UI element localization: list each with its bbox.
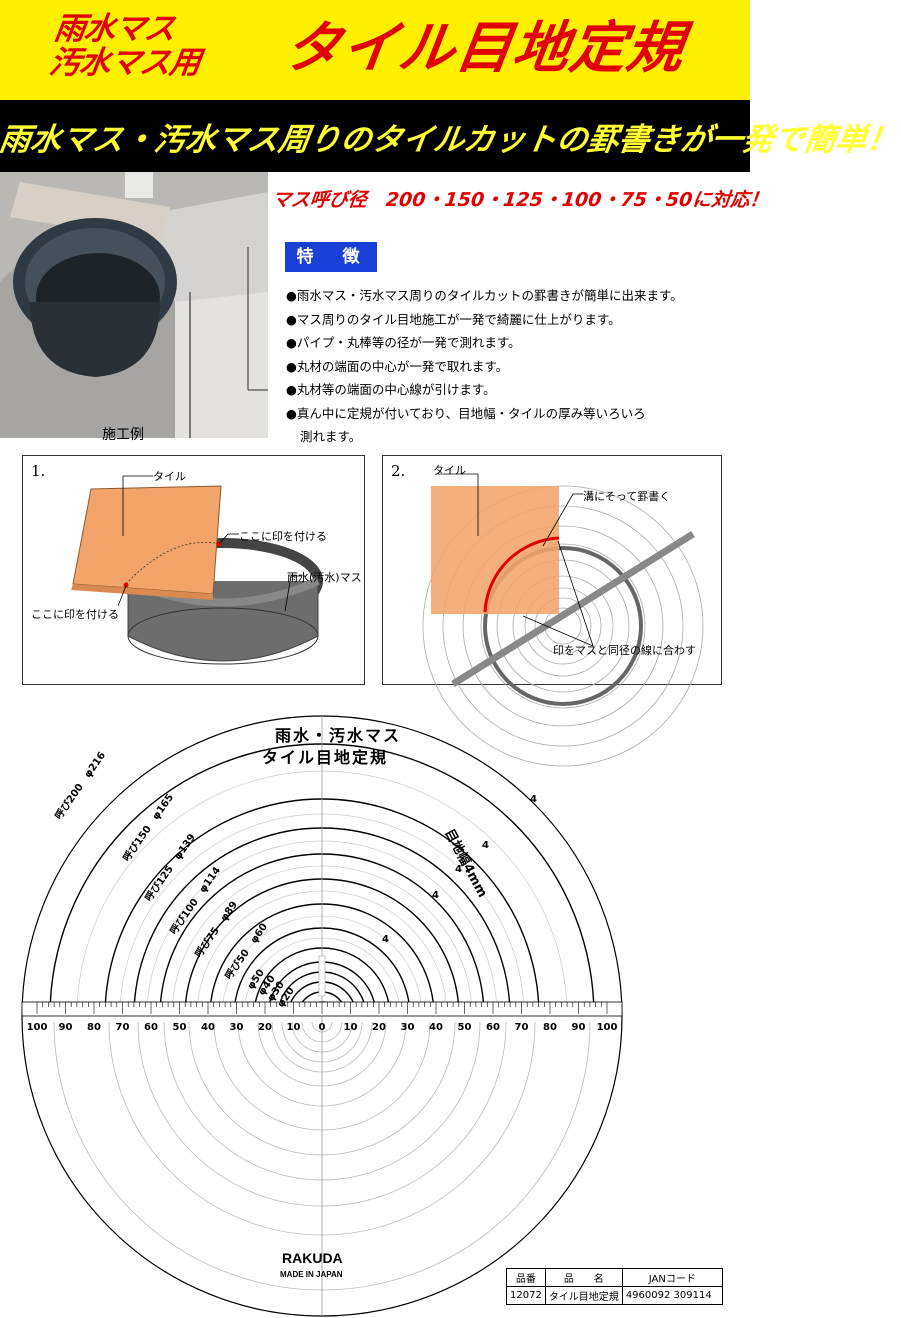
ruler-scale-number: 80 <box>543 1022 557 1033</box>
ruler-scale-number: 10 <box>287 1022 301 1033</box>
product-table-header-cell: JANコード <box>621 1268 723 1287</box>
ruler-scale-number: 40 <box>201 1022 215 1033</box>
ruler-scale-number: 20 <box>372 1022 386 1033</box>
diagram-step-1: 1. タイル ここに印を付ける 雨水(汚水)マス ここに印を付ける <box>22 455 365 685</box>
feature-item: マス周りのタイル目地施工が一発で綺麗に仕上がります。 <box>286 308 746 332</box>
ruler-scale-number: 70 <box>515 1022 529 1033</box>
ruler-scale-number: 0 <box>319 1022 326 1033</box>
header-subtitle-line2: 汚水マス用 <box>47 45 203 81</box>
diagram-1-mark-left-label: ここに印を付ける <box>31 608 119 621</box>
header: 雨水マス 汚水マス用 タイル目地定規 <box>0 0 750 100</box>
diagram-1-number: 1. <box>31 462 46 480</box>
ruler-scale-number: 40 <box>429 1022 443 1033</box>
ruler-scale-number: 100 <box>27 1022 48 1033</box>
installation-photo <box>0 172 268 438</box>
feature-item-continued: 測れます。 <box>300 429 362 444</box>
diagram-2-groove-label: 溝にそって罫書く <box>583 490 671 503</box>
ruler-scale-number: 80 <box>87 1022 101 1033</box>
diagram-2-tile-label: タイル <box>433 464 466 477</box>
product-table-cell: タイル目地定規 <box>544 1286 623 1305</box>
diagram-1-basin-label: 雨水(汚水)マス <box>287 571 362 584</box>
photo-caption: 施工例 <box>102 427 144 443</box>
product-table-header-cell: 品 名 <box>544 1268 623 1287</box>
ruler-scale-number: 50 <box>458 1022 472 1033</box>
diagram-1-tile-label: タイル <box>153 470 186 483</box>
diagram-step-1-drawing <box>71 475 323 665</box>
diagram-2-number: 2. <box>391 462 406 480</box>
ruler-scale-number: 90 <box>59 1022 73 1033</box>
installation-photo-drawing <box>0 172 268 438</box>
product-table-cell: 4960092 309114 <box>621 1286 723 1305</box>
header-subtitle-line1: 雨水マス <box>51 11 177 47</box>
feature-item: 真ん中に定規が付いており、目地幅・タイルの厚み等いろいろ <box>286 402 746 426</box>
product-table-header: 品番 品 名 JANコード <box>506 1268 723 1287</box>
ruler-scale-number: 30 <box>230 1022 244 1033</box>
compatibility-text: マス呼び径 200・150・125・100・75・50に対応！ <box>270 189 770 211</box>
ruler-four-mark: 4 <box>530 794 537 805</box>
ruler-scale-number: 60 <box>486 1022 500 1033</box>
features-list: 雨水マス・汚水マス周りのタイルカットの罫書きが簡単に出来ます。 マス周りのタイル… <box>286 284 746 449</box>
ruler-ring-label: 呼び125 φ139 <box>142 831 198 904</box>
diagram-1-mark-top-label: ここに印を付ける <box>239 530 327 543</box>
diagram-2-align-label: 印をマスと同径の線に合わす <box>553 644 696 657</box>
ruler-scale-number: 10 <box>344 1022 358 1033</box>
feature-item: パイプ・丸棒等の径が一発で測れます。 <box>286 331 746 355</box>
diagram-step-2-drawing <box>422 473 704 767</box>
ruler-ring-label: 呼び200 φ216 <box>52 749 108 822</box>
ruler-scale-number: 90 <box>572 1022 586 1033</box>
product-table-cell: 12072 <box>506 1286 546 1305</box>
feature-item: 雨水マス・汚水マス周りのタイルカットの罫書きが簡単に出来ます。 <box>286 284 746 308</box>
ruler-ring-label: 呼び75 φ89 <box>192 898 240 959</box>
ruler-scale-number: 50 <box>173 1022 187 1033</box>
ruler-four-mark: 4 <box>455 864 462 875</box>
ruler-brand: RAKUDA <box>282 1250 343 1266</box>
features-badge: 特 徴 <box>285 242 377 272</box>
product-table: 品番 品 名 JANコード 12072 タイル目地定規 4960092 3091… <box>506 1268 723 1305</box>
feature-item: 丸材等の端面の中心線が引けます。 <box>286 378 746 402</box>
feature-item: 丸材の端面の中心が一発で取れます。 <box>286 355 746 379</box>
diagram-step-2: 2. タイル 溝にそって罫書く 印をマスと同径の線に合わす <box>382 455 722 767</box>
ruler-four-mark: 4 <box>432 890 439 901</box>
product-table-header-cell: 品番 <box>506 1268 546 1287</box>
ruler-center-slot <box>318 955 326 997</box>
product-table-row: 12072 タイル目地定規 4960092 309114 <box>506 1286 723 1305</box>
ruler-title-line1: 雨水・汚水マス <box>275 726 402 745</box>
ruler-title-line2: タイル目地定規 <box>262 748 389 767</box>
ruler-scale-number: 60 <box>144 1022 158 1033</box>
ruler-four-mark: 4 <box>382 934 389 945</box>
header-title: タイル目地定規 <box>280 16 689 81</box>
ruler-scale-number: 30 <box>401 1022 415 1033</box>
ruler-scale-number: 70 <box>116 1022 130 1033</box>
ruler-four-mark: 4 <box>482 840 489 851</box>
ruler-ring-label: 呼び150 φ165 <box>120 791 176 864</box>
ruler-origin: MADE IN JAPAN <box>280 1270 343 1279</box>
ruler-scale-number: 100 <box>597 1022 618 1033</box>
banner-text: 雨水マス・汚水マス周りのタイルカットの罫書きが一発で簡単！ <box>0 122 901 158</box>
header-subtitle: 雨水マス 汚水マス用 <box>47 11 207 81</box>
ruler-scale-number: 20 <box>258 1022 272 1033</box>
banner: 雨水マス・汚水マス周りのタイルカットの罫書きが一発で簡単！ <box>0 100 901 172</box>
